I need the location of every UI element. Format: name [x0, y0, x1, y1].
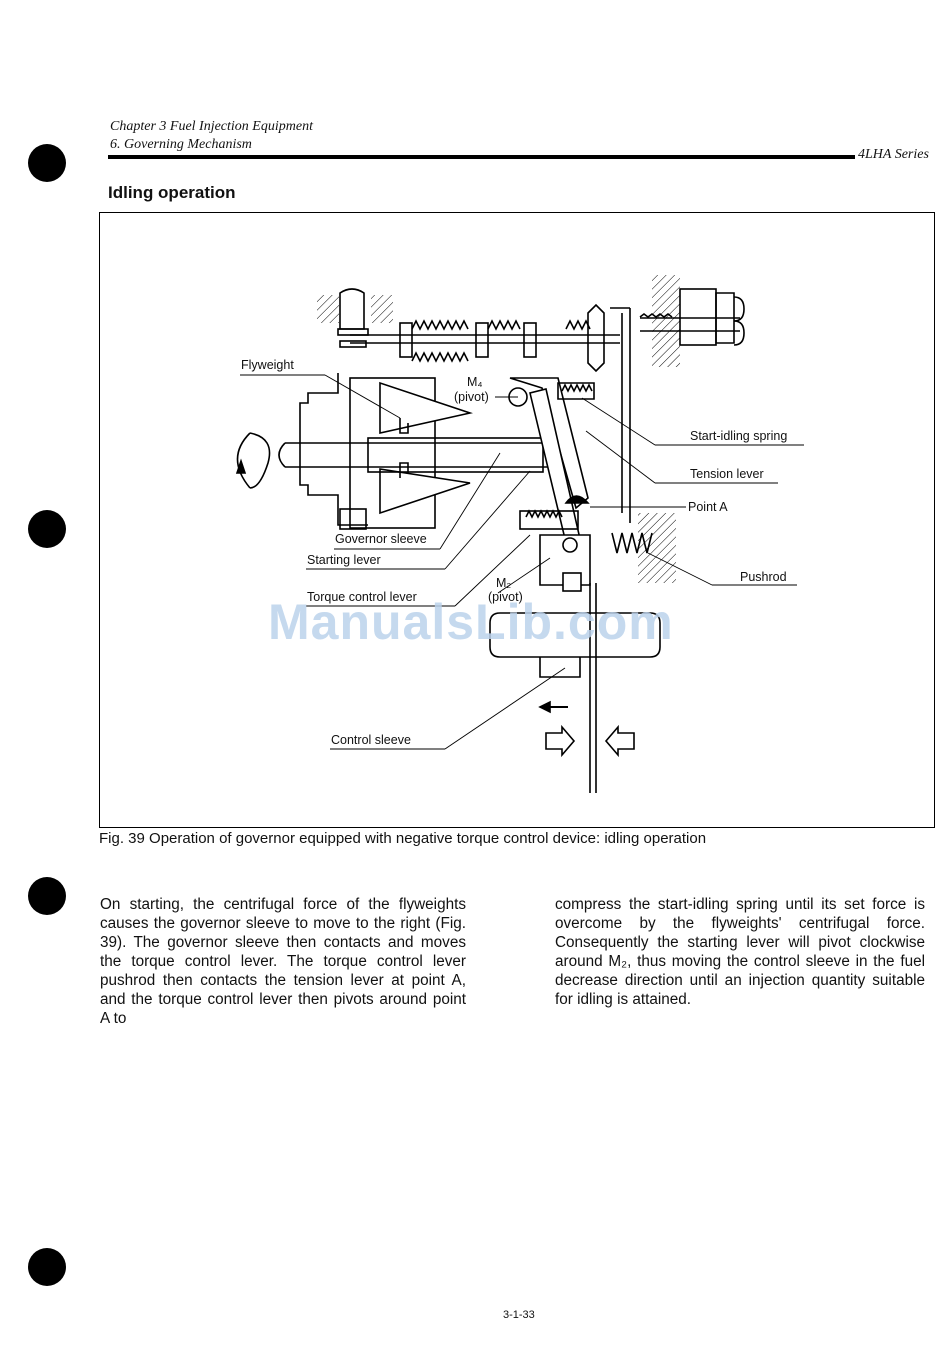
binder-hole-1	[28, 144, 66, 182]
body-text-left: On starting, the centrifugal force of th…	[100, 896, 466, 1027]
figure-box: Flyweight M₄ (pivot) Start-idling spring…	[99, 212, 935, 828]
label-flyweight: Flyweight	[241, 358, 294, 372]
label-start-idling-spring: Start-idling spring	[690, 429, 788, 443]
label-control-sleeve: Control sleeve	[331, 733, 411, 747]
label-m4-pivot: (pivot)	[454, 390, 489, 404]
label-m2: M₂	[496, 576, 512, 590]
label-point-a: Point A	[688, 500, 728, 514]
label-m2-pivot: (pivot)	[488, 590, 523, 604]
label-tension-lever: Tension lever	[690, 467, 764, 481]
binder-hole-2	[28, 510, 66, 548]
label-starting-lever: Starting lever	[307, 553, 381, 567]
body-text-right: compress the start-idling spring until i…	[555, 896, 925, 1008]
binder-hole-3	[28, 877, 66, 915]
label-m4: M₄	[467, 375, 483, 389]
page-section-heading: Idling operation	[108, 183, 236, 202]
series-label: 4LHA Series	[858, 147, 929, 162]
label-torque-control-lever: Torque control lever	[307, 590, 417, 604]
label-pushrod: Pushrod	[740, 570, 787, 584]
watermark: ManualsLib.com	[268, 594, 674, 650]
header-rule	[108, 155, 855, 159]
page-number: 3-1-33	[503, 1309, 535, 1321]
label-governor-sleeve: Governor sleeve	[335, 532, 427, 546]
governor-diagram	[235, 275, 804, 793]
chapter-header: Chapter 3 Fuel Injection Equipment 6. Go…	[110, 118, 313, 154]
figure-caption: Fig. 39 Operation of governor equipped w…	[99, 830, 707, 847]
binder-hole-4	[28, 1248, 66, 1286]
chapter-title: Chapter 3 Fuel Injection Equipment	[110, 119, 313, 134]
section-title-header: 6. Governing Mechanism	[110, 137, 252, 152]
